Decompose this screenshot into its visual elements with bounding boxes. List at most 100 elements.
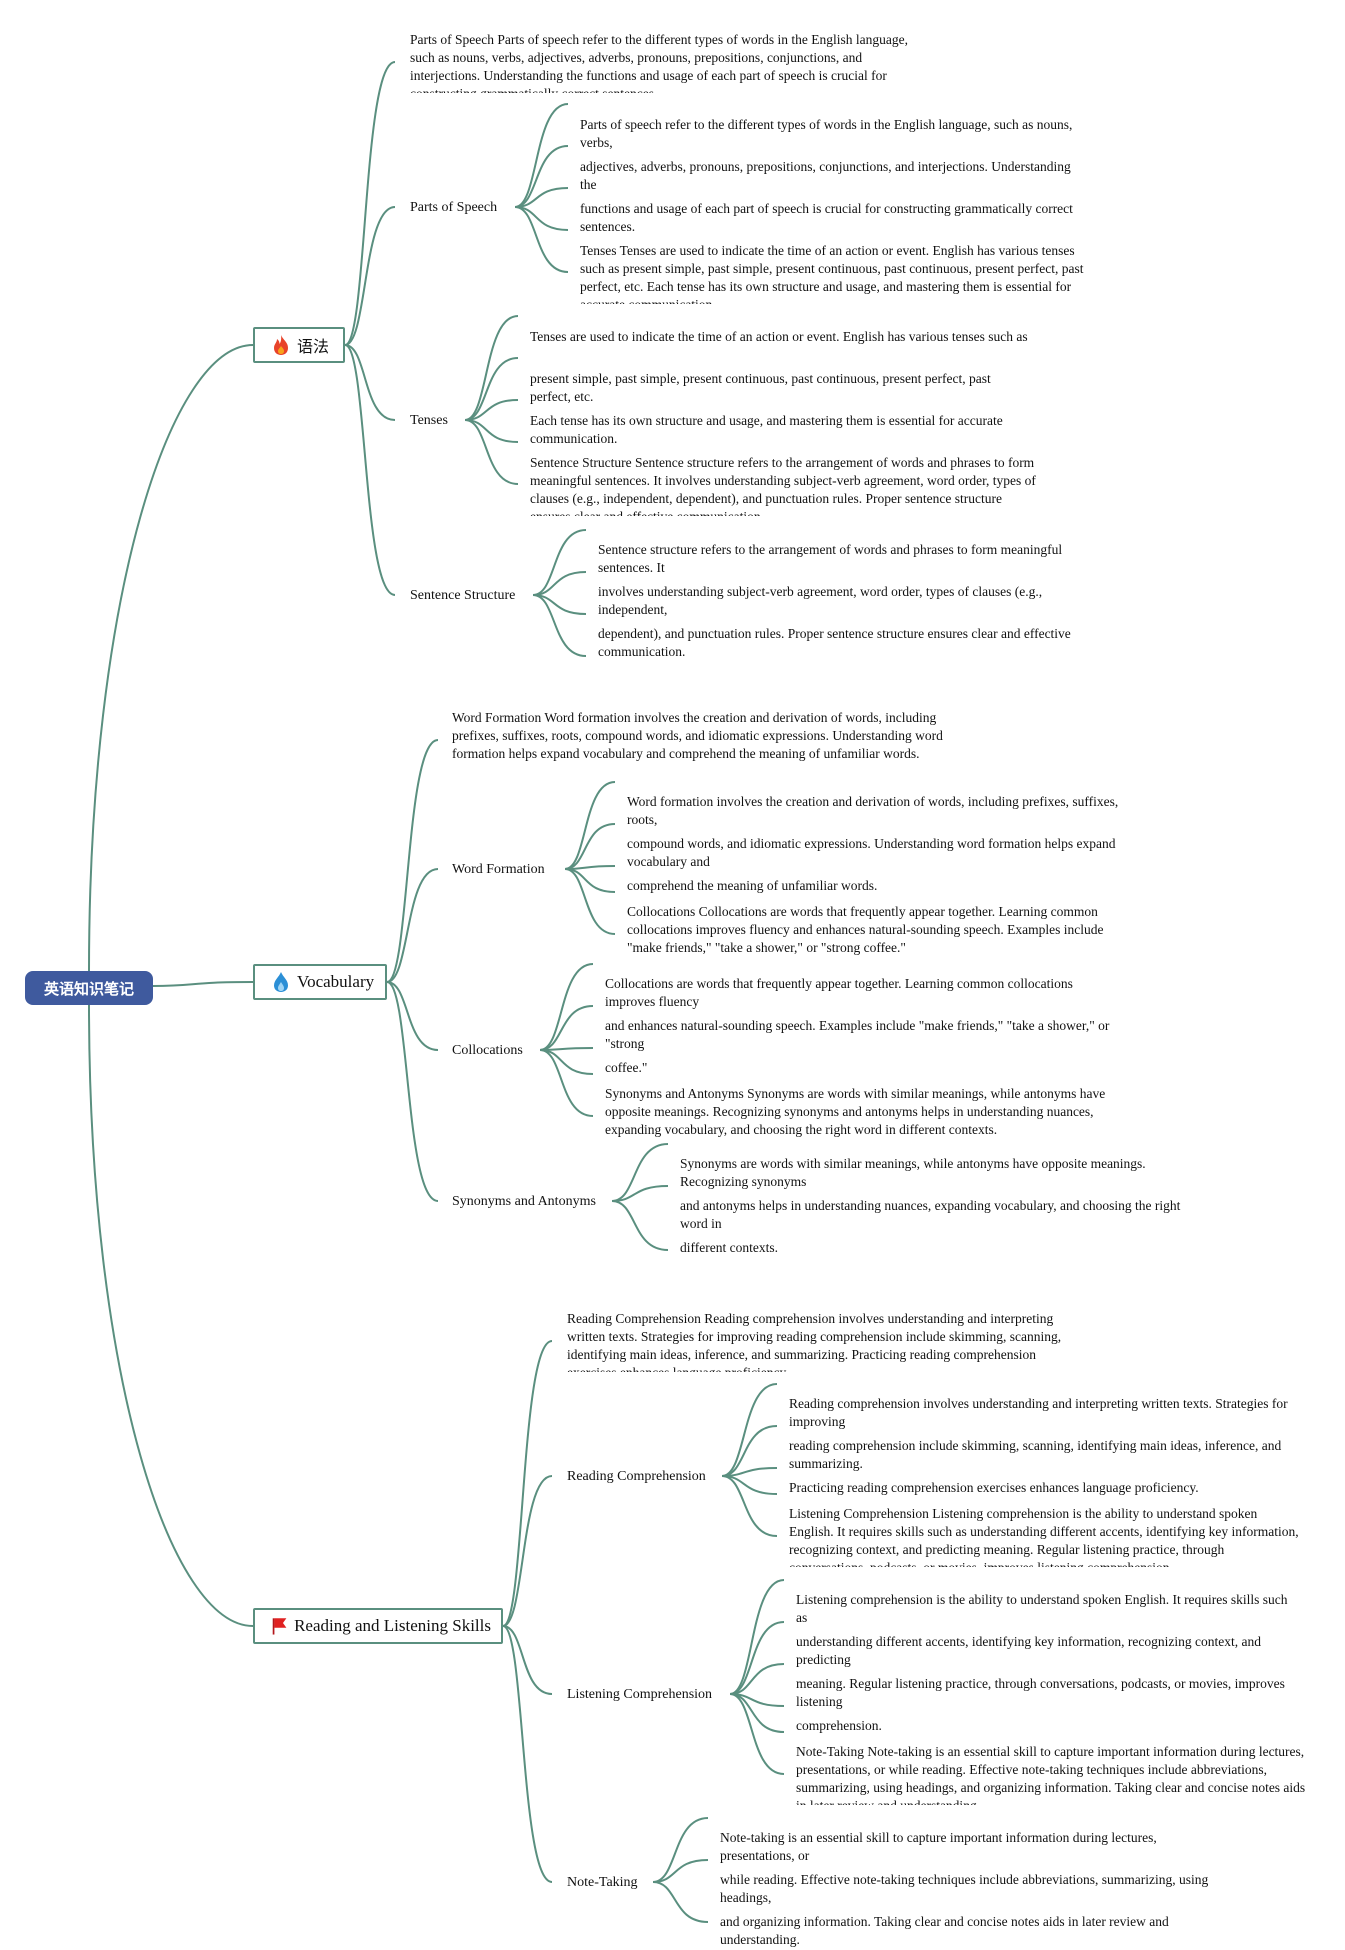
detail-line: Each tense has its own structure and usa…: [530, 413, 1003, 446]
detail-line: Word formation involves the creation and…: [627, 794, 1119, 827]
detail-line: Collocations are words that frequently a…: [605, 976, 1073, 1009]
connector-line: [344, 344, 396, 596]
detail-line: compound words, and idiomatic expression…: [627, 836, 1116, 869]
detail-line: and organizing information. Taking clear…: [720, 1914, 1169, 1947]
connector-line: [721, 1425, 778, 1477]
connector-line: [502, 1475, 553, 1627]
water-drop-icon: [274, 972, 288, 992]
connector-line: [564, 823, 616, 870]
branch-vocabulary[interactable]: Vocabulary: [253, 964, 387, 1000]
connector-line: [652, 1881, 709, 1923]
detail-line: comprehend the meaning of unfamiliar wor…: [627, 878, 878, 893]
topic-word-formation[interactable]: Word Formation: [452, 862, 545, 877]
connector-line: [729, 1693, 785, 1733]
connector-line: [514, 145, 569, 208]
connector-line: [152, 981, 254, 987]
branch-grammar[interactable]: 语法: [253, 327, 345, 363]
detail-line: Note-taking is an essential skill to cap…: [720, 1830, 1157, 1863]
red-flag-icon: [272, 1618, 287, 1635]
branch-summary-note: Word Formation Word formation involves t…: [452, 710, 943, 761]
detail-line: meaning. Regular listening practice, thr…: [796, 1676, 1285, 1709]
topic-synonyms-antonyms[interactable]: Synonyms and Antonyms: [452, 1194, 596, 1209]
connector-line: [532, 571, 587, 596]
root-node[interactable]: 英语知识笔记: [25, 971, 153, 1005]
connector-line: [514, 206, 569, 273]
detail-line: Practicing reading comprehension exercis…: [789, 1480, 1199, 1495]
detail-line: involves understanding subject-verb agre…: [598, 584, 1043, 617]
next-topic-note: Sentence Structure Sentence structure re…: [530, 455, 1036, 516]
topic-listening-comprehension[interactable]: Listening Comprehension: [567, 1687, 713, 1702]
connector-line: [386, 981, 439, 1051]
connector-line: [464, 399, 519, 421]
connector-line: [344, 344, 396, 421]
detail-line: different contexts.: [680, 1240, 778, 1255]
connector-line: [652, 1817, 709, 1883]
connector-line: [721, 1383, 778, 1477]
topic-reading-comprehension[interactable]: Reading Comprehension: [567, 1469, 706, 1484]
connector-line: [539, 1049, 594, 1075]
connector-line: [386, 981, 439, 1202]
connector-line: [514, 206, 569, 231]
detail-line: while reading. Effective note-taking tec…: [720, 1872, 1209, 1905]
branch-reading-listening[interactable]: Reading and Listening Skills: [253, 1608, 503, 1644]
branch-summary-note: Reading Comprehension Reading comprehens…: [567, 1311, 1062, 1372]
connector-line: [502, 1625, 553, 1695]
connector-line: [386, 868, 439, 983]
connector-line: [344, 61, 396, 346]
connector-line: [652, 1859, 709, 1883]
connector-line: [611, 1185, 669, 1202]
detail-line: adjectives, adverbs, pronouns, prepositi…: [580, 159, 1071, 192]
connector-line: [502, 1340, 553, 1627]
topic-tenses[interactable]: Tenses: [410, 413, 448, 428]
next-topic-note: Synonyms and Antonyms Synonyms are words…: [605, 1086, 1106, 1137]
connector-line: [564, 781, 616, 870]
connector-line: [729, 1621, 785, 1695]
connector-line: [386, 739, 439, 983]
connector-line: [729, 1663, 785, 1695]
detail-line: present simple, past simple, present con…: [530, 371, 991, 404]
branch-summary-note: Parts of Speech Parts of speech refer to…: [410, 32, 908, 93]
connector-line: [539, 1049, 594, 1117]
detail-line: and enhances natural-sounding speech. Ex…: [605, 1018, 1110, 1051]
next-topic-note: Collocations Collocations are words that…: [627, 904, 1104, 955]
connector-line: [611, 1200, 669, 1251]
connector-line: [721, 1475, 778, 1537]
connector-line: [539, 963, 594, 1051]
detail-line: functions and usage of each part of spee…: [580, 201, 1073, 234]
connector-line: [729, 1693, 785, 1775]
detail-line: Listening comprehension is the ability t…: [796, 1592, 1288, 1625]
detail-line: Sentence structure refers to the arrange…: [598, 542, 1063, 575]
detail-line: coffee.": [605, 1060, 648, 1075]
connector-line: [464, 315, 519, 421]
topic-sentence-structure[interactable]: Sentence Structure: [410, 588, 516, 603]
next-topic-note: Listening Comprehension Listening compre…: [789, 1506, 1299, 1567]
detail-line: and antonyms helps in understanding nuan…: [680, 1198, 1181, 1231]
branch-label: Vocabulary: [297, 972, 375, 991]
detail-line: reading comprehension include skimming, …: [789, 1438, 1282, 1471]
connector-line: [502, 1625, 553, 1883]
branch-label: Reading and Listening Skills: [294, 1616, 491, 1635]
connector-line: [611, 1143, 669, 1202]
connector-line: [344, 206, 396, 346]
connector-line: [532, 594, 587, 657]
connector-line: [532, 529, 587, 596]
connector-line: [564, 868, 616, 935]
connector-line: [88, 1004, 254, 1627]
fire-icon: [274, 335, 288, 355]
detail-line: Tenses are used to indicate the time of …: [530, 329, 1028, 344]
connector-line: [729, 1579, 785, 1695]
connector-line: [514, 103, 569, 208]
connector-line: [464, 357, 519, 421]
topic-collocations[interactable]: Collocations: [452, 1043, 523, 1058]
connector-line: [539, 1005, 594, 1051]
topic-note-taking[interactable]: Note-Taking: [567, 1875, 638, 1890]
detail-line: dependent), and punctuation rules. Prope…: [598, 626, 1071, 659]
connector-line: [464, 419, 519, 485]
detail-line: Reading comprehension involves understan…: [789, 1396, 1288, 1429]
detail-line: Synonyms are words with similar meanings…: [680, 1156, 1146, 1189]
topic-parts-of-speech[interactable]: Parts of Speech: [410, 200, 498, 215]
detail-line: understanding different accents, identif…: [796, 1634, 1261, 1667]
branch-label: 语法: [297, 337, 330, 356]
detail-line: Parts of speech refer to the different t…: [580, 117, 1073, 150]
